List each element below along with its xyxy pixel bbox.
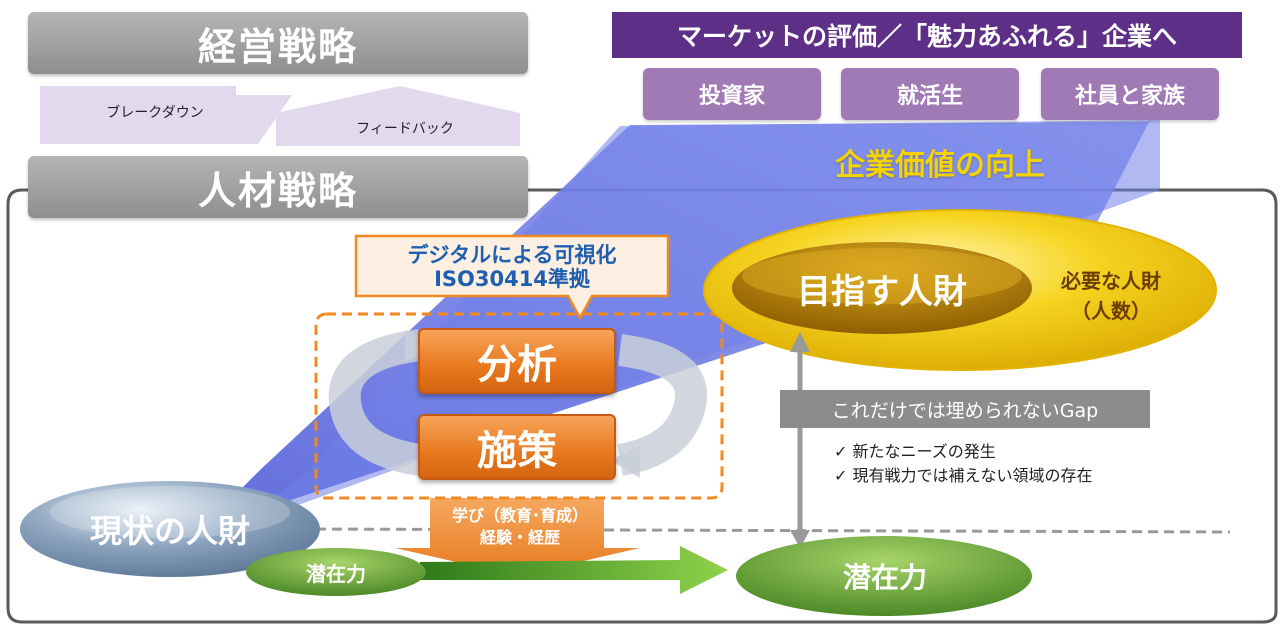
need-line1: 必要な人財 [1061,268,1161,293]
cycle-arrow-left [328,329,423,476]
market-title: マーケットの評価／「魅力あふれる」企業へ [612,12,1242,58]
breakdown-label: ブレークダウン [106,105,204,121]
hr-frame [6,188,1278,624]
digital-callout [354,234,670,321]
stakeholder-employees-families: 社員と家族 [1041,68,1219,120]
potential-small-label: 潜在力 [306,561,366,586]
stakeholder-investors: 投資家 [643,68,821,120]
digital-line1: デジタルによる可視化 [407,243,617,267]
hr-strategy-bar: 人材戦略 [28,156,528,218]
current-label: 現状の人財 [89,512,250,550]
gap-point-1: ✓ 新たなニーズの発生 [834,438,1194,461]
value-up-label: 企業価値の向上 [835,148,1045,183]
feedback-label: フィードバック [356,121,454,137]
potential-small-ellipse [246,548,426,596]
target-label: 目指す人財 [797,271,967,312]
current-ellipse [20,481,320,577]
cycle-arrow-right [616,334,708,476]
learning-arrow [395,498,640,576]
gap-point-1-text: 新たなニーズの発生 [852,442,996,461]
breakdown-arrow [40,86,292,144]
feedback-arrow [276,86,520,146]
measures-box: 施策 [418,414,616,480]
gap-point-2: ✓ 現有戦力では補えない領域の存在 [834,462,1194,485]
check-icon: ✓ [834,442,853,461]
need-line2: （人数） [1071,298,1151,323]
gap-point-2-text: 現有戦力では補えない領域の存在 [852,466,1093,485]
check-icon: ✓ [834,466,853,485]
potential-large-ellipse [736,536,1032,616]
learning-line2: 経験・経歴 [479,528,560,547]
learning-line1: 学び（教育･育成） [451,506,588,525]
cycle-dashed-box [314,312,724,500]
management-strategy-bar: 経営戦略 [28,12,528,74]
potential-large-label: 潜在力 [842,561,927,594]
stakeholder-job-seekers: 就活生 [841,68,1019,120]
baseline-dashed [299,527,1231,534]
digital-line2: ISO30414準拠 [434,267,590,291]
analysis-box: 分析 [418,328,616,394]
potential-arrow [420,546,728,594]
gap-label: これだけでは埋められないGap [780,390,1150,428]
